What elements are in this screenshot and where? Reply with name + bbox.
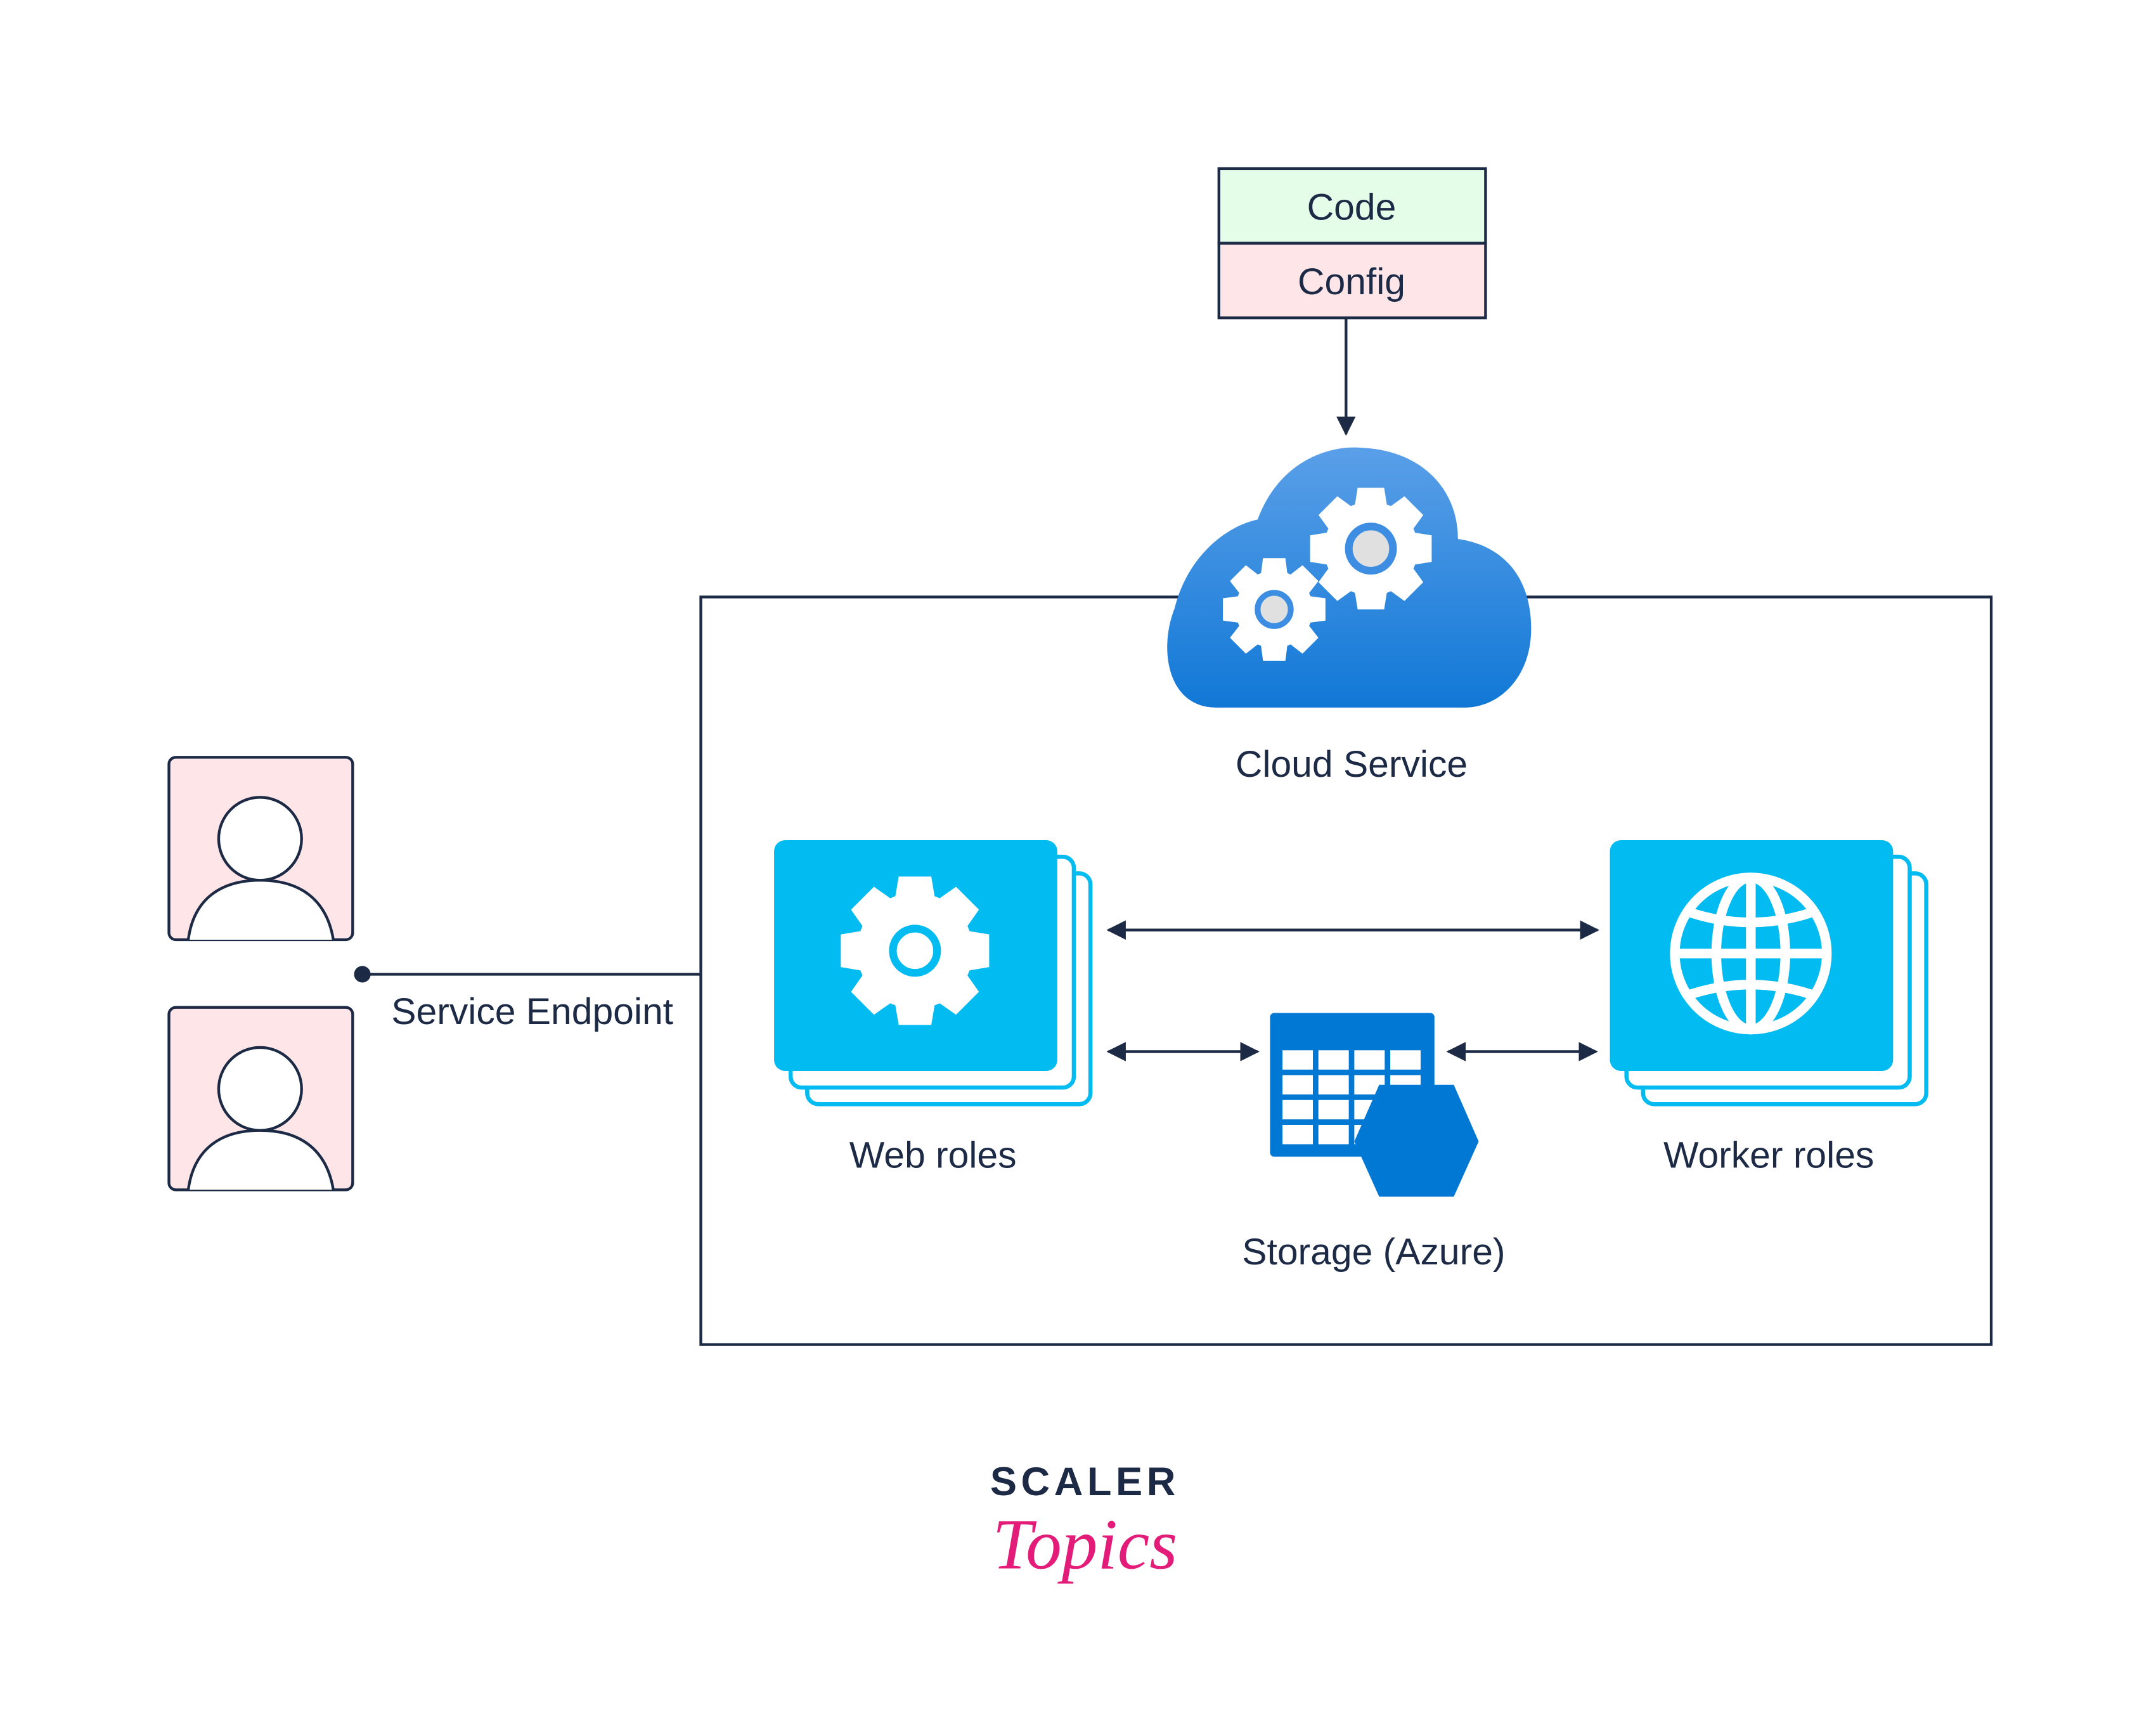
logo-line2: Topics bbox=[992, 1505, 1177, 1585]
user-card-1 bbox=[167, 756, 354, 942]
user-card-2 bbox=[167, 1006, 354, 1191]
table-cell bbox=[1354, 1050, 1385, 1070]
web-roles-label: Web roles bbox=[849, 1135, 1017, 1176]
table-cell bbox=[1282, 1075, 1313, 1095]
table-cell bbox=[1318, 1075, 1349, 1095]
user-icon bbox=[186, 1046, 335, 1190]
scaler-topics-logo: SCALER Topics bbox=[990, 1460, 1180, 1585]
table-cell bbox=[1282, 1124, 1313, 1145]
gear-hole bbox=[1255, 590, 1294, 629]
gear-icon bbox=[841, 876, 990, 1025]
code-label: Code bbox=[1307, 187, 1397, 228]
cloud-gears-icon bbox=[1167, 447, 1532, 708]
service-endpoint-label: Service Endpoint bbox=[391, 991, 673, 1032]
config-box bbox=[1217, 242, 1487, 320]
config-label: Config bbox=[1298, 261, 1405, 302]
table-cell bbox=[1318, 1050, 1349, 1070]
web-roles-icon[interactable] bbox=[774, 840, 1093, 1106]
user-icon bbox=[186, 796, 335, 940]
table-cell bbox=[1318, 1100, 1349, 1120]
table-cell bbox=[1282, 1100, 1313, 1120]
worker-roles-icon[interactable] bbox=[1610, 840, 1928, 1106]
code-box bbox=[1217, 167, 1487, 245]
deploy-package: Code Config bbox=[1217, 167, 1487, 320]
cloud-service-label: Cloud Service bbox=[1236, 744, 1468, 785]
table-storage-icon[interactable] bbox=[1270, 1013, 1479, 1197]
gear-hole bbox=[889, 925, 941, 977]
table-cell bbox=[1282, 1050, 1313, 1070]
worker-roles-label: Worker roles bbox=[1663, 1135, 1874, 1176]
logo-line1: SCALER bbox=[990, 1460, 1180, 1504]
table-cell bbox=[1318, 1124, 1349, 1145]
table-cell bbox=[1390, 1050, 1421, 1070]
globe-icon bbox=[1670, 873, 1832, 1035]
gear-hole bbox=[1345, 522, 1397, 575]
storage-label: Storage (Azure) bbox=[1242, 1231, 1505, 1273]
